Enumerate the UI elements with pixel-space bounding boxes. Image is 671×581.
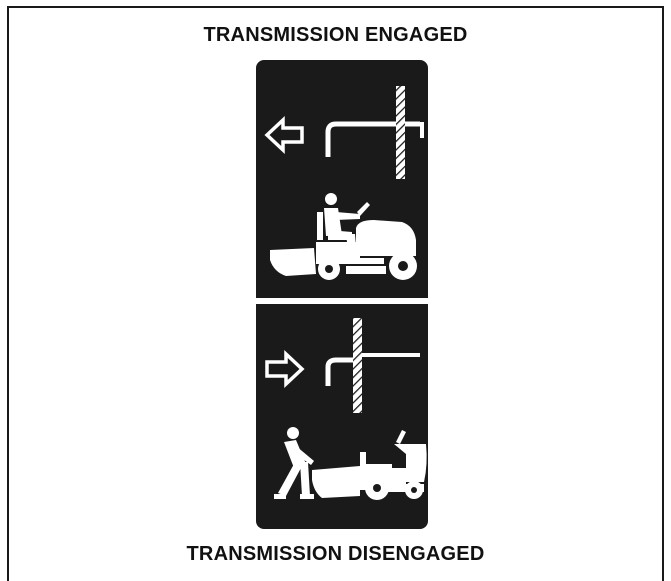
right-arrow-icon — [267, 354, 302, 384]
lever-right-position-icon — [328, 318, 420, 413]
engaged-symbols — [256, 60, 428, 298]
disengaged-panel — [256, 304, 428, 529]
title-transmission-engaged: TRANSMISSION ENGAGED — [0, 24, 671, 47]
lever-left-position-icon — [328, 86, 422, 179]
title-transmission-disengaged: TRANSMISSION DISENGAGED — [0, 543, 671, 566]
disengaged-symbols — [256, 304, 428, 529]
left-arrow-icon — [267, 120, 302, 150]
engaged-panel — [256, 60, 428, 298]
person-pushing-mower-icon — [274, 427, 314, 499]
